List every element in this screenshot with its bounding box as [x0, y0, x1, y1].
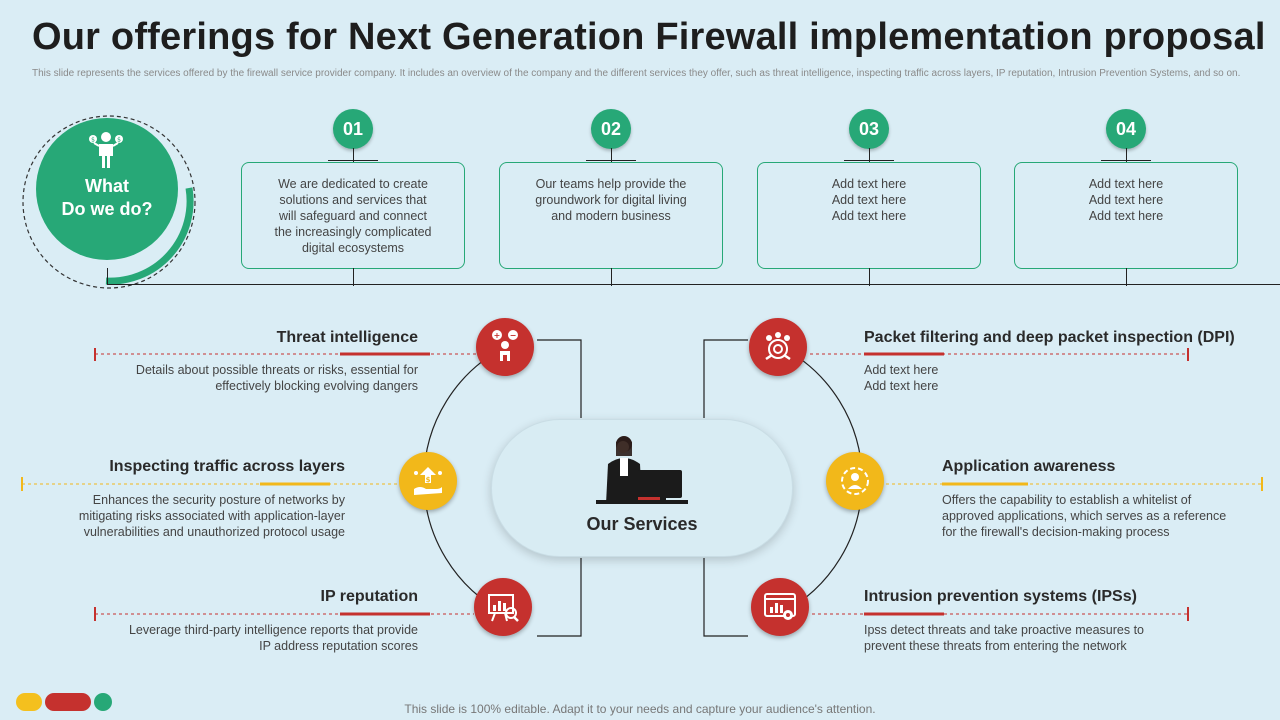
offering-card-line: Add text here [1088, 177, 1164, 191]
person-at-computer-icon [596, 436, 688, 504]
desc-line: prevent these threats from entering the … [864, 639, 1127, 653]
desc-line: for the firewall's decision-making proce… [942, 525, 1170, 539]
desc-line: Leverage third-party intelligence report… [128, 623, 418, 637]
ip-reputation-desc: Leverage third-party intelligence report… [60, 622, 418, 654]
offering-card-2: Our teams help provide the groundwork for… [499, 162, 723, 269]
offering-card-line: We are dedicated to create [278, 177, 428, 191]
inspecting-traffic-title: Inspecting traffic across layers [109, 458, 345, 475]
money-hand-icon: $ [414, 467, 442, 495]
offering-card-1: We are dedicated to create solutions and … [241, 162, 465, 269]
desc-line: Details about possible threats or risks,… [135, 363, 418, 377]
desc-line: Enhances the security posture of network… [92, 493, 345, 507]
what-line-2: Do we do? [61, 199, 153, 219]
offering-stem [353, 148, 354, 162]
offering-card-line: Our teams help provide the [535, 177, 687, 191]
team-target-icon [765, 332, 791, 361]
what-ring-decoration [22, 115, 196, 289]
intrusion-prevention-badge [751, 578, 809, 636]
svg-text:+: + [494, 331, 501, 340]
threat-intelligence-title: Threat intelligence [276, 329, 418, 346]
decor-pill-yellow [16, 693, 42, 711]
chart-magnifier-icon [488, 594, 519, 622]
intrusion-prevention-title: Intrusion prevention systems (IPSs) [864, 588, 1137, 605]
desc-line: IP address reputation scores [259, 639, 418, 653]
timeline-drop [1126, 268, 1127, 286]
offering-card-line: Add text here [831, 193, 907, 207]
svg-text:$: $ [91, 137, 95, 144]
inspecting-traffic-desc: Enhances the security posture of network… [20, 492, 345, 540]
offering-card-line: solutions and services that [279, 193, 427, 207]
intrusion-prevention-desc: Ipss detect threats and take proactive m… [864, 622, 1224, 654]
application-awareness-title: Application awareness [942, 458, 1116, 475]
application-awareness-badge [826, 452, 884, 510]
what-line-1: What [85, 176, 129, 196]
ip-reputation-badge [474, 578, 532, 636]
decor-pill-red [45, 693, 91, 711]
page-title: Our offerings for Next Generation Firewa… [32, 16, 1266, 58]
timeline-drop [869, 268, 870, 286]
offering-stem [611, 148, 612, 162]
svg-text:$: $ [426, 476, 431, 484]
desc-line: Add text here [864, 363, 939, 377]
packet-filtering-badge [749, 318, 807, 376]
decor-pill-green [94, 693, 112, 711]
offering-number-3: 03 [849, 109, 889, 149]
footer-note: This slide is 100% editable. Adapt it to… [404, 702, 876, 716]
person-bags-icon: $ $ [89, 132, 123, 168]
threat-intelligence-desc: Details about possible threats or risks,… [60, 362, 418, 394]
what-do-we-do-label: What Do we do? [36, 175, 178, 221]
offering-stem [869, 148, 870, 162]
desc-line: Offers the capability to establish a whi… [942, 493, 1192, 507]
threat-person-icon: + − [492, 330, 518, 361]
timeline-drop [353, 268, 354, 286]
offering-card-line: Add text here [1088, 193, 1164, 207]
desc-line: Add text here [864, 379, 939, 393]
offering-card-line: Add text here [831, 177, 907, 191]
offering-card-line: groundwork for digital living [535, 193, 687, 207]
monitor-chart-icon [764, 593, 796, 620]
offering-number-4: 04 [1106, 109, 1146, 149]
desc-line: mitigating risks associated with applica… [78, 509, 345, 523]
ip-reputation-title: IP reputation [320, 588, 419, 605]
timeline-line [107, 284, 1280, 285]
desc-line: approved applications, which serves as a… [942, 509, 1227, 523]
timeline-drop [611, 268, 612, 286]
offering-card-line: Add text here [1088, 209, 1164, 223]
packet-filtering-desc: Add text here Add text here [864, 362, 1224, 394]
our-services-label: Our Services [586, 514, 698, 534]
offering-card-line: digital ecosystems [301, 241, 405, 255]
page-subtitle: This slide represents the services offer… [32, 68, 1241, 79]
person-gear-icon [841, 467, 869, 495]
desc-line: Ipss detect threats and take proactive m… [864, 623, 1145, 637]
packet-filtering-title: Packet filtering and deep packet inspect… [864, 329, 1235, 346]
threat-intelligence-badge: + − [476, 318, 534, 376]
application-awareness-desc: Offers the capability to establish a whi… [942, 492, 1272, 540]
offering-card-line: Add text here [831, 209, 907, 223]
svg-text:−: − [510, 331, 517, 340]
offering-stem [1126, 148, 1127, 162]
inspecting-traffic-badge: $ [399, 452, 457, 510]
offering-number-2: 02 [591, 109, 631, 149]
desc-line: effectively blocking evolving dangers [215, 379, 418, 393]
svg-text:$: $ [117, 137, 121, 144]
offering-card-line: will safeguard and connect [278, 209, 427, 223]
offering-card-line: the increasingly complicated [274, 225, 432, 239]
desc-line: vulnerabilities and unauthorized protoco… [83, 525, 345, 539]
timeline-start-drop [107, 268, 108, 285]
offering-number-1: 01 [333, 109, 373, 149]
offering-card-line: and modern business [551, 209, 671, 223]
